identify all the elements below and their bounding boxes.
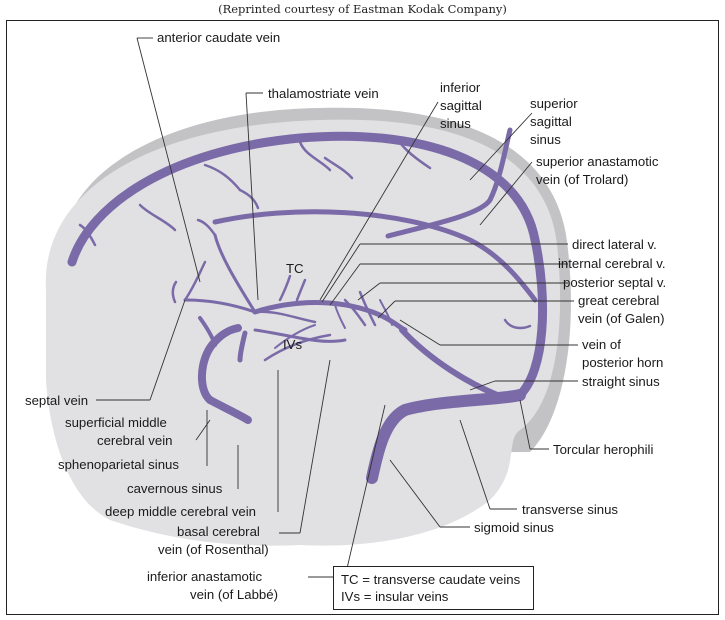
inferior-sagittal-sinus-vessel [212,209,538,303]
transverse-sinus-vessel [366,389,526,484]
trolard-vessel [385,127,513,239]
superficial-middle-cerebral-vessel [197,324,242,404]
label-thalamostriate-vein: thalamostriate vein [268,86,379,101]
label-cavernous-sinus: cavernous sinus [127,481,223,496]
label-anterior-caudate-vein: anterior caudate vein [157,30,280,45]
label-inferior-anastamotic-2: vein (of Labbé) [190,587,278,602]
label-superior-sagittal-sinus-1: superior [530,96,578,111]
label-straight-sinus: straight sinus [582,374,660,389]
superior-sagittal-sinus-vessel [67,131,548,400]
label-superior-sagittal-sinus-3: sinus [530,132,561,147]
label-ivs: IVs [283,337,302,352]
label-basal-cerebral-vein-1: basal cerebral [177,524,260,539]
label-inferior-sagittal-sinus-1: inferior [440,80,481,95]
label-direct-lateral-v: direct lateral v. [572,237,657,252]
label-transverse-sinus: transverse sinus [522,502,618,517]
label-internal-cerebral-v: internal cerebral v. [558,256,666,271]
label-inferior-anastamotic-1: inferior anastamotic [147,569,262,584]
label-posterior-septal-v: posterior septal v. [563,275,666,290]
label-superficial-middle-1: superficial middle [65,415,167,430]
label-great-cerebral-vein-1: great cerebral [578,293,659,308]
label-great-cerebral-vein-2: vein (of Galen) [578,311,665,326]
label-septal-vein: septal vein [25,393,88,408]
legend-line-ivs: IVs = insular veins [341,589,449,604]
label-superior-anastamotic-2: vein (of Trolard) [536,172,628,187]
label-superior-sagittal-sinus-2: sagittal [530,114,572,129]
brain-silhouette [45,119,561,546]
credit-line: (Reprinted courtesy of Eastman Kodak Com… [218,2,507,16]
label-deep-middle-cerebral-vein: deep middle cerebral vein [105,504,256,519]
label-vein-posterior-horn-2: posterior horn [582,355,663,370]
internal-cerebral-vessel [252,300,408,333]
legend-line-tc: TC = transverse caudate veins [341,572,521,587]
label-sigmoid-sinus: sigmoid sinus [474,520,554,535]
label-sphenoparietal-sinus: sphenoparietal sinus [58,457,179,472]
label-torcular-herophili: Torcular herophili [553,442,653,457]
label-basal-cerebral-vein-2: vein (of Rosenthal) [158,542,269,557]
label-superior-anastamotic-1: superior anastamotic [536,154,659,169]
label-inferior-sagittal-sinus-3: sinus [440,116,471,131]
label-vein-posterior-horn-1: vein of [582,337,621,352]
legend-box: TC = transverse caudate veins IVs = insu… [333,566,534,610]
label-superficial-middle-2: cerebral vein [97,433,173,448]
label-tc: TC [286,261,304,276]
label-inferior-sagittal-sinus-2: sagittal [440,98,482,113]
